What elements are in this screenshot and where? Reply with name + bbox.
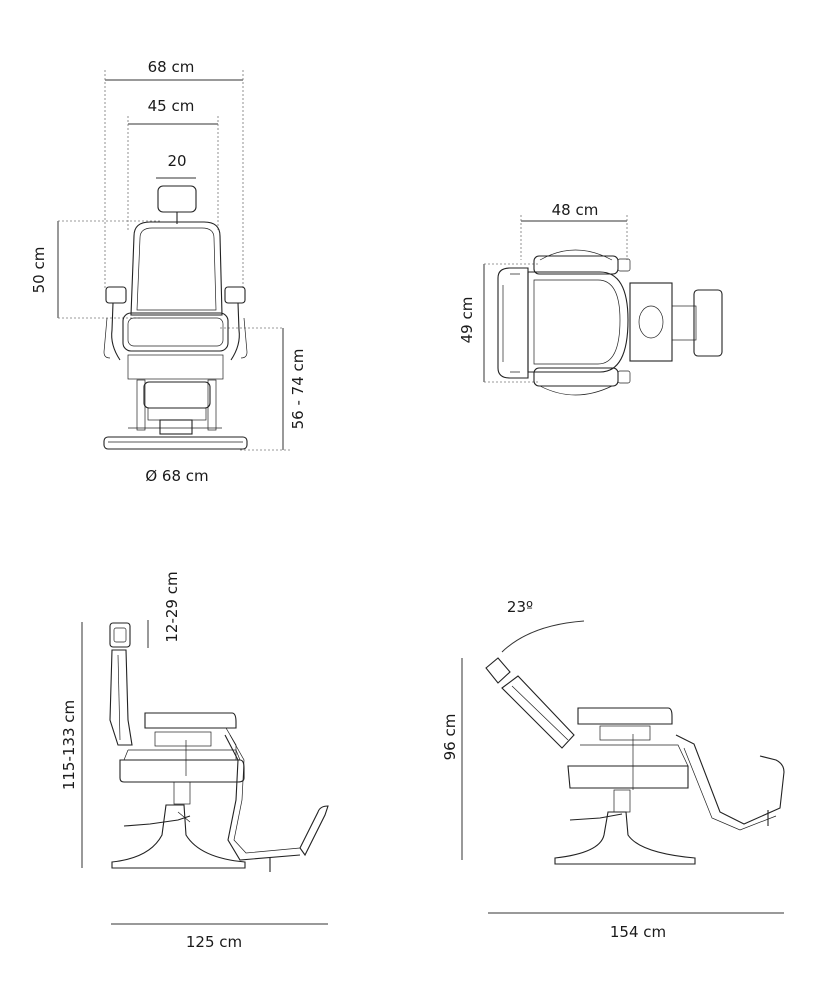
backrest-height-label: 50 cm [30,247,48,294]
front-chair-illustration [103,185,248,450]
total-height-label: 115-133 cm [60,700,78,790]
side-chair-illustration [109,622,329,872]
backrest-height-dimension: 50 cm [30,220,160,319]
headrest-width-label: 20 [167,152,186,170]
top-width-dimension: 48 cm [520,201,628,260]
reclined-height-label: 96 cm [441,714,459,761]
front-view: 68 cm 45 cm 20 50 cm 56 - 74 cm [30,58,307,485]
top-view: 48 cm 49 cm [458,201,723,396]
overall-width-label: 68 cm [148,58,195,76]
seat-width-dimension: 45 cm [127,97,219,230]
top-chair-illustration [497,249,723,396]
seat-height-label: 56 - 74 cm [289,349,307,430]
top-depth-dimension: 49 cm [458,263,540,383]
reclined-view: 23º 96 cm [441,598,785,941]
side-length-dimension: 125 cm [111,923,328,951]
top-width-label: 48 cm [552,201,599,219]
reclined-length-label: 154 cm [610,923,666,941]
headrest-width-dimension: 20 [156,152,196,179]
reclined-height-dimension: 96 cm [441,658,463,860]
seat-width-label: 45 cm [148,97,195,115]
side-view: 12-29 cm 115-133 cm [60,571,329,951]
top-depth-label: 49 cm [458,297,476,344]
reclined-chair-illustration [485,657,785,865]
total-height-dimension: 115-133 cm [60,622,83,868]
seat-height-dimension: 56 - 74 cm [220,327,307,451]
headrest-adjust-label: 12-29 cm [163,571,181,642]
overall-width-dimension: 68 cm [104,58,244,290]
headrest-adjust-dimension: 12-29 cm [147,571,181,648]
recline-angle-label: 23º [507,598,533,616]
recline-angle-dimension: 23º [501,598,585,653]
base-diameter-label: Ø 68 cm [145,467,208,485]
side-length-label: 125 cm [186,933,242,951]
reclined-length-dimension: 154 cm [488,912,784,941]
